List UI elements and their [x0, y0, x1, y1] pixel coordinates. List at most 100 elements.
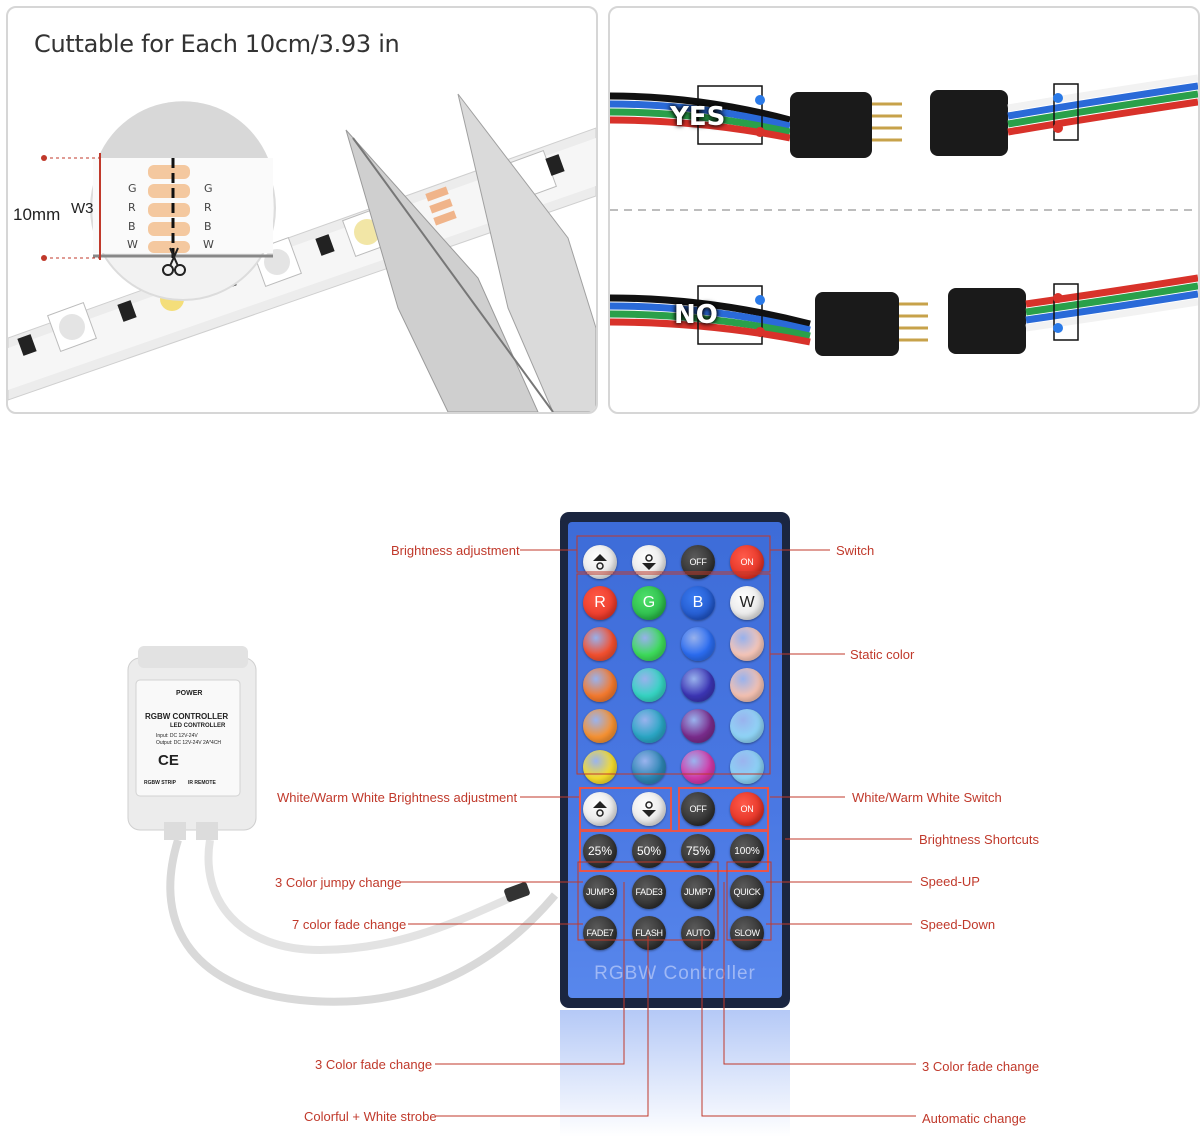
- no-cable-left: [610, 294, 811, 346]
- blue-button[interactable]: B: [681, 586, 715, 620]
- marker-label: W3: [71, 200, 94, 217]
- fade3-right-callout: 3 Color fade change: [922, 1059, 1040, 1074]
- pct-label: 50%: [636, 844, 662, 858]
- on-label: ON: [740, 557, 754, 567]
- color-button[interactable]: [730, 750, 764, 784]
- yes-label: YES: [670, 102, 726, 132]
- color-button[interactable]: [730, 709, 764, 743]
- pct-label: 100%: [734, 845, 760, 857]
- color-button[interactable]: [681, 668, 715, 702]
- connector-illustration: [610, 74, 1198, 356]
- slow-button[interactable]: SLOW: [730, 916, 764, 950]
- fade7-callout: 7 color fade change: [292, 917, 407, 932]
- scissors-icon: [162, 247, 186, 276]
- brightness-up-icon: [593, 554, 607, 570]
- controller-subtitle: LED CONTROLLER: [170, 723, 226, 729]
- ce-mark: CE: [158, 752, 179, 769]
- ww-switch-callout: White/Warm White Switch: [852, 790, 1002, 805]
- pct-label: 75%: [685, 844, 711, 858]
- on-button[interactable]: ON: [730, 545, 764, 579]
- blue-label: B: [692, 594, 704, 611]
- color-button[interactable]: [583, 709, 617, 743]
- fade7-button[interactable]: FADE7: [583, 916, 617, 950]
- mode-label: JUMP7: [683, 887, 712, 897]
- color-button[interactable]: [632, 709, 666, 743]
- no-label: NO: [674, 300, 718, 330]
- mode-label: FLASH: [635, 928, 663, 938]
- switch-callout: Switch: [836, 543, 875, 558]
- power-label: POWER: [176, 690, 203, 697]
- ww-brightness-callout: White/Warm White Brightness adjustment: [277, 790, 518, 805]
- brightness-down-button[interactable]: [632, 545, 666, 579]
- brightness-up-icon: [593, 801, 607, 817]
- pin-label: G: [204, 182, 213, 195]
- white-button[interactable]: W: [730, 586, 764, 620]
- mode-label: FADE3: [635, 887, 663, 897]
- pct-label: 25%: [587, 844, 613, 858]
- color-button[interactable]: [730, 627, 764, 661]
- brightness-up-button[interactable]: [583, 545, 617, 579]
- red-label: R: [594, 594, 606, 611]
- led-strip-illustration: [8, 93, 596, 412]
- off-label: OFF: [689, 557, 707, 567]
- flash-button[interactable]: FLASH: [632, 916, 666, 950]
- controller-output: Output: DC 12V-24V 2A*4CH: [156, 740, 222, 746]
- shortcuts-callout: Brightness Shortcuts: [919, 832, 1039, 847]
- fade3-left-callout: 3 Color fade change: [315, 1057, 433, 1072]
- controller-body: [127, 646, 257, 840]
- brightness-callout: Brightness adjustment: [391, 543, 520, 558]
- speed-down-callout: Speed-Down: [920, 917, 996, 932]
- white-label: W: [739, 594, 755, 611]
- color-button[interactable]: [632, 627, 666, 661]
- color-button[interactable]: [583, 627, 617, 661]
- color-button[interactable]: [730, 668, 764, 702]
- pin-label: G: [128, 182, 137, 195]
- cuttable-title: Cuttable for Each 10cm/3.93 in: [34, 30, 400, 58]
- red-button[interactable]: R: [583, 586, 617, 620]
- pin-label: W: [127, 238, 138, 251]
- pin-label: R: [128, 201, 136, 214]
- color-button[interactable]: [632, 668, 666, 702]
- strip-port-label: RGBW STRIP: [144, 780, 176, 786]
- cuttable-panel: Cuttable for Each 10cm/3.93 in 10mm W3 G…: [6, 6, 598, 414]
- pin-label: B: [204, 220, 212, 233]
- brightness-down-icon: [642, 554, 656, 570]
- remote-brand: RGBW Controller: [594, 963, 756, 984]
- no-cable-right: [1025, 274, 1198, 332]
- off-button[interactable]: OFF: [681, 545, 715, 579]
- color-button[interactable]: [583, 750, 617, 784]
- color-button[interactable]: [681, 627, 715, 661]
- mode-label: QUICK: [733, 887, 761, 897]
- jump3-button[interactable]: JUMP3: [583, 875, 617, 909]
- ww-off-label: OFF: [689, 804, 707, 814]
- yes-cable-left: [610, 92, 791, 142]
- auto-button[interactable]: AUTO: [681, 916, 715, 950]
- color-button[interactable]: [681, 709, 715, 743]
- green-label: G: [642, 594, 656, 611]
- color-button[interactable]: [583, 668, 617, 702]
- strobe-callout: Colorful + White strobe: [304, 1109, 437, 1124]
- quick-button[interactable]: QUICK: [730, 875, 764, 909]
- color-button[interactable]: [632, 750, 666, 784]
- fade3-button[interactable]: FADE3: [632, 875, 666, 909]
- ww-brightness-down-button[interactable]: [632, 792, 666, 826]
- yes-cable-right: [1007, 74, 1198, 136]
- color-button[interactable]: [681, 750, 715, 784]
- speed-up-callout: Speed-UP: [920, 874, 980, 889]
- brightness-down-icon: [642, 801, 656, 817]
- green-button[interactable]: G: [632, 586, 666, 620]
- pin-label: W: [203, 238, 214, 251]
- mode-label: AUTO: [686, 928, 710, 938]
- pin-label: R: [204, 201, 212, 214]
- static-color-callout: Static color: [850, 647, 915, 662]
- jumpy-callout: 3 Color jumpy change: [275, 875, 402, 890]
- ww-on-button[interactable]: ON: [730, 792, 764, 826]
- remote-port-label: IR REMOTE: [188, 780, 216, 786]
- controller-input: Input: DC 12V-24V: [156, 733, 198, 739]
- jump7-button[interactable]: JUMP7: [681, 875, 715, 909]
- pin-label: B: [128, 220, 136, 233]
- ww-brightness-up-button[interactable]: [583, 792, 617, 826]
- ww-off-button[interactable]: OFF: [681, 792, 715, 826]
